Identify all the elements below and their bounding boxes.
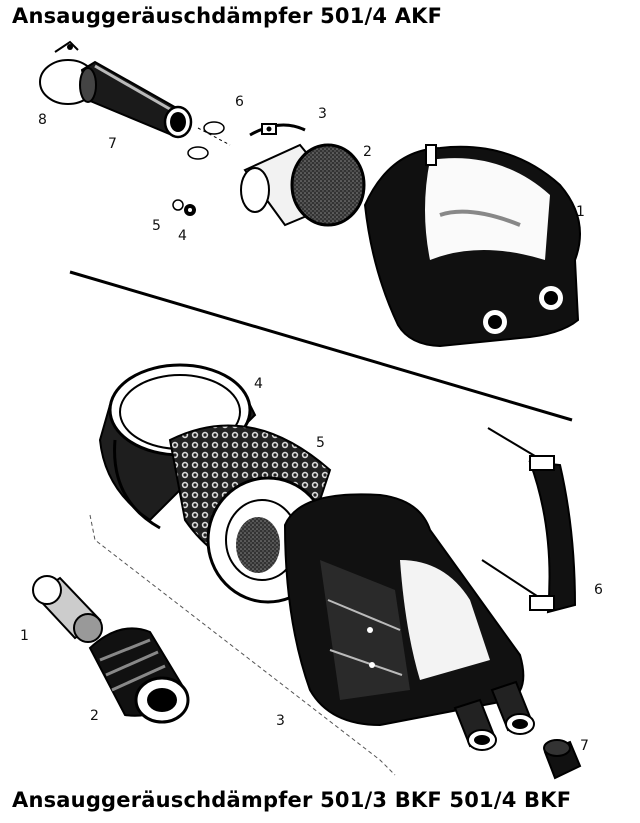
diagram-title-bottom: Ansauggeräuschdämpfer 501/3 BKF 501/4 BK… [12, 788, 572, 812]
callout-upper-4: 4 [178, 228, 187, 244]
callout-upper-3: 3 [318, 106, 327, 122]
upper-part-7-intake-tube [79, 60, 193, 139]
callout-upper-7: 7 [108, 136, 117, 152]
callout-upper-6: 6 [235, 94, 244, 110]
upper-part-6-washers [187, 121, 231, 160]
callout-lower-4: 4 [254, 376, 263, 392]
lower-assembly [32, 363, 582, 780]
upper-part-3-hose-clamp [249, 123, 306, 137]
upper-part-5-4-fasteners [172, 199, 196, 216]
lower-part-1-sleeve [32, 575, 103, 643]
callout-upper-8: 8 [38, 112, 47, 128]
section-divider [69, 270, 573, 422]
callout-upper-1: 1 [576, 204, 585, 220]
callout-upper-5: 5 [152, 218, 161, 234]
callout-lower-7: 7 [580, 738, 589, 754]
upper-assembly [39, 40, 581, 348]
lower-part-6-retaining-strap [481, 427, 577, 614]
callout-upper-2: 2 [363, 144, 372, 160]
callout-lower-2: 2 [90, 708, 99, 724]
callout-lower-1: 1 [20, 628, 29, 644]
callout-lower-3: 3 [276, 713, 285, 729]
lower-part-3-main-housing [283, 493, 535, 751]
lower-part-2-rubber-boot [88, 627, 190, 724]
upper-part-2-filter-cartridge [240, 143, 366, 227]
upper-part-1-housing-cover [363, 144, 581, 348]
upper-callouts: 8 7 6 3 2 5 4 1 [38, 94, 585, 244]
callout-lower-5: 5 [316, 435, 325, 451]
lower-part-7-cap [543, 739, 582, 780]
diagram-title-top: Ansauggeräuschdämpfer 501/4 AKF [12, 4, 443, 28]
callout-lower-6: 6 [594, 582, 603, 598]
lower-callouts: 4 5 6 1 2 3 7 [20, 376, 603, 754]
